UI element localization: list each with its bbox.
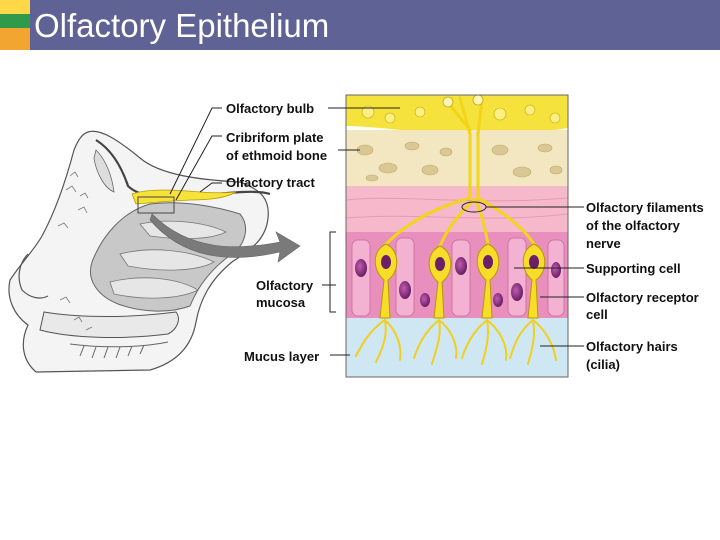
panel-border [345, 94, 569, 378]
palate [39, 311, 179, 338]
bone-texture [57, 171, 93, 331]
label-receptor-cell-2: cell [586, 307, 608, 322]
label-olfactory-tract: Olfactory tract [226, 175, 315, 190]
jaw-teeth [69, 341, 169, 359]
magnified-panel [346, 95, 568, 377]
title-accent-squares [0, 0, 30, 50]
label-olfactory-mucosa-2: mucosa [256, 295, 306, 310]
nose-outline [18, 253, 49, 299]
cell-nuclei [355, 257, 561, 307]
receptor-nuclei [381, 255, 539, 271]
olfactory-cilia [355, 319, 557, 365]
cribriform-plate [346, 130, 568, 186]
label-cribriform-plate: Cribriform plate [226, 130, 324, 145]
label-mucus-layer: Mucus layer [244, 349, 320, 364]
title-bar: Olfactory Epithelium [0, 0, 720, 50]
olfactory-tract-yellow [131, 189, 237, 205]
label-cribriform-plate-2: of ethmoid bone [226, 148, 328, 163]
frontal-sinus [93, 149, 115, 193]
leader-lines [169, 107, 584, 356]
label-olfactory-hairs: Olfactory hairs [586, 339, 678, 354]
olfactory-diagram [8, 94, 584, 378]
bulb-glomeruli [361, 104, 561, 124]
nasal-concha-middle [119, 249, 215, 271]
label-olfactory-filaments-3: nerve [586, 236, 621, 251]
nasal-concha-lower [109, 277, 199, 299]
label-olfactory-filaments-2: of the olfactory [586, 218, 680, 233]
bone-pores [356, 141, 563, 182]
lamina-propria [346, 186, 568, 232]
label-olfactory-hairs-2: (cilia) [586, 357, 620, 372]
label-receptor-cell: Olfactory receptor [586, 290, 699, 305]
olfactory-nerve-fibers [384, 96, 536, 248]
label-olfactory-mucosa: Olfactory [256, 278, 314, 293]
zoom-arrow [149, 213, 301, 263]
label-supporting-cell: Supporting cell [586, 261, 681, 276]
zoom-box [137, 196, 175, 214]
slide-title: Olfactory Epithelium [34, 7, 330, 44]
label-olfactory-bulb: Olfactory bulb [226, 101, 315, 116]
bulb-neurons [442, 95, 484, 108]
label-olfactory-filaments: Olfactory filaments [586, 200, 704, 215]
head-profile [8, 130, 301, 373]
olfactory-receptor-cells [374, 243, 546, 319]
